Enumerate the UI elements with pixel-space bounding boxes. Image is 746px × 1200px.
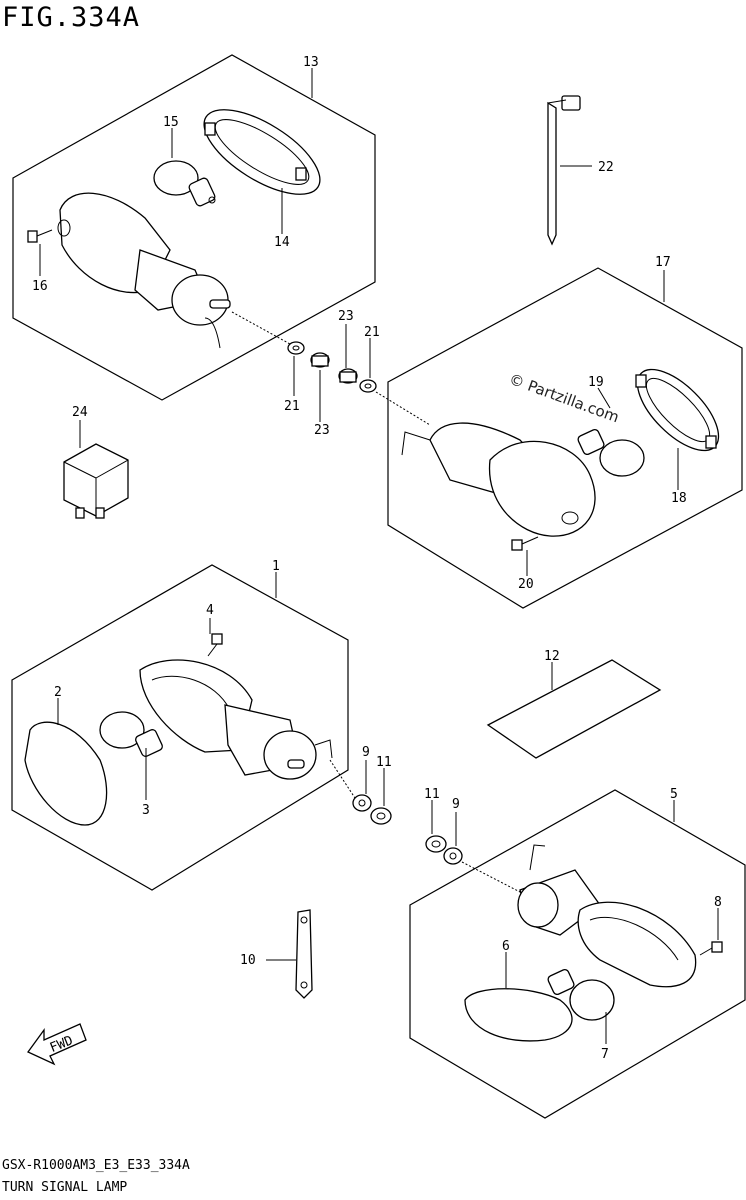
part-11-nut-a[interactable] — [370, 807, 392, 825]
callout-14: 14 — [274, 235, 290, 250]
fwd-arrow-icon: FWD — [27, 1023, 87, 1066]
callout-6: 6 — [502, 939, 510, 954]
part-14-lens[interactable] — [191, 93, 333, 210]
part-11-nut-b[interactable] — [425, 835, 447, 853]
callout-15: 15 — [163, 115, 179, 130]
part-21-washer-b[interactable] — [359, 379, 377, 393]
callout-23-a: 23 — [314, 423, 330, 438]
assembly-1[interactable] — [11, 564, 349, 891]
callout-11-b: 11 — [424, 787, 440, 802]
footer-description: TURN SIGNAL LAMP — [2, 1180, 128, 1195]
footer-code: GSX-R1000AM3_E3_E33_334A — [2, 1158, 190, 1173]
part-15-bulb[interactable] — [153, 160, 216, 207]
callout-12: 12 — [544, 649, 560, 664]
callout-9-b: 9 — [452, 797, 460, 812]
callout-20: 20 — [518, 577, 534, 592]
callout-7: 7 — [601, 1047, 609, 1062]
callout-17: 17 — [655, 255, 671, 270]
callout-labels: 13 15 14 16 22 17 19 18 20 21 23 23 21 2… — [32, 55, 722, 1062]
callout-11-a: 11 — [376, 755, 392, 770]
part-8-screw[interactable] — [699, 941, 723, 956]
part-20-screw[interactable] — [511, 536, 539, 551]
turn-signal-lamp-rear-left[interactable] — [57, 192, 231, 349]
part-9-washer-a[interactable] — [352, 794, 372, 812]
leader-lines — [39, 68, 719, 1044]
callout-21-b: 21 — [364, 325, 380, 340]
callout-4: 4 — [206, 603, 214, 618]
callout-10: 10 — [240, 953, 256, 968]
figure-title: FIG.334A — [2, 2, 141, 33]
part-10-bracket[interactable] — [295, 909, 313, 999]
turn-signal-lamp-front-left[interactable] — [139, 659, 333, 780]
callout-2: 2 — [54, 685, 62, 700]
part-7-bulb[interactable] — [547, 968, 615, 1021]
callout-23-b: 23 — [338, 309, 354, 324]
part-23-nut-b[interactable] — [338, 368, 358, 384]
part-21-washer-a[interactable] — [287, 341, 305, 355]
part-16-screw[interactable] — [27, 229, 53, 243]
callout-5: 5 — [670, 787, 678, 802]
part-22-wire-band[interactable] — [547, 95, 581, 246]
part-23-nut-a[interactable] — [310, 352, 330, 368]
part-18-lens[interactable] — [624, 356, 731, 463]
part-4-screw[interactable] — [207, 633, 223, 657]
callout-24: 24 — [72, 405, 88, 420]
part-19-bulb[interactable] — [577, 428, 645, 477]
turn-signal-lamp-rear-right[interactable] — [401, 422, 596, 537]
callout-8: 8 — [714, 895, 722, 910]
part-2-lens[interactable] — [24, 721, 108, 826]
part-9-washer-b[interactable] — [443, 847, 463, 865]
callout-13: 13 — [303, 55, 319, 70]
callout-21-a: 21 — [284, 399, 300, 414]
callout-1: 1 — [272, 559, 280, 574]
part-3-bulb[interactable] — [99, 711, 164, 758]
callout-3: 3 — [142, 803, 150, 818]
turn-signal-lamp-front-right[interactable] — [517, 844, 697, 988]
part-12-sheet[interactable] — [486, 659, 662, 759]
assembly-13[interactable] — [12, 54, 376, 401]
callout-16: 16 — [32, 279, 48, 294]
part-6-lens[interactable] — [464, 988, 573, 1042]
callout-18: 18 — [671, 491, 687, 506]
assembly-5[interactable] — [409, 789, 746, 1119]
part-24-relay[interactable] — [63, 443, 129, 519]
assembly-17[interactable] — [387, 267, 743, 609]
callout-9-a: 9 — [362, 745, 370, 760]
callout-19: 19 — [588, 375, 604, 390]
callout-22: 22 — [598, 160, 614, 175]
